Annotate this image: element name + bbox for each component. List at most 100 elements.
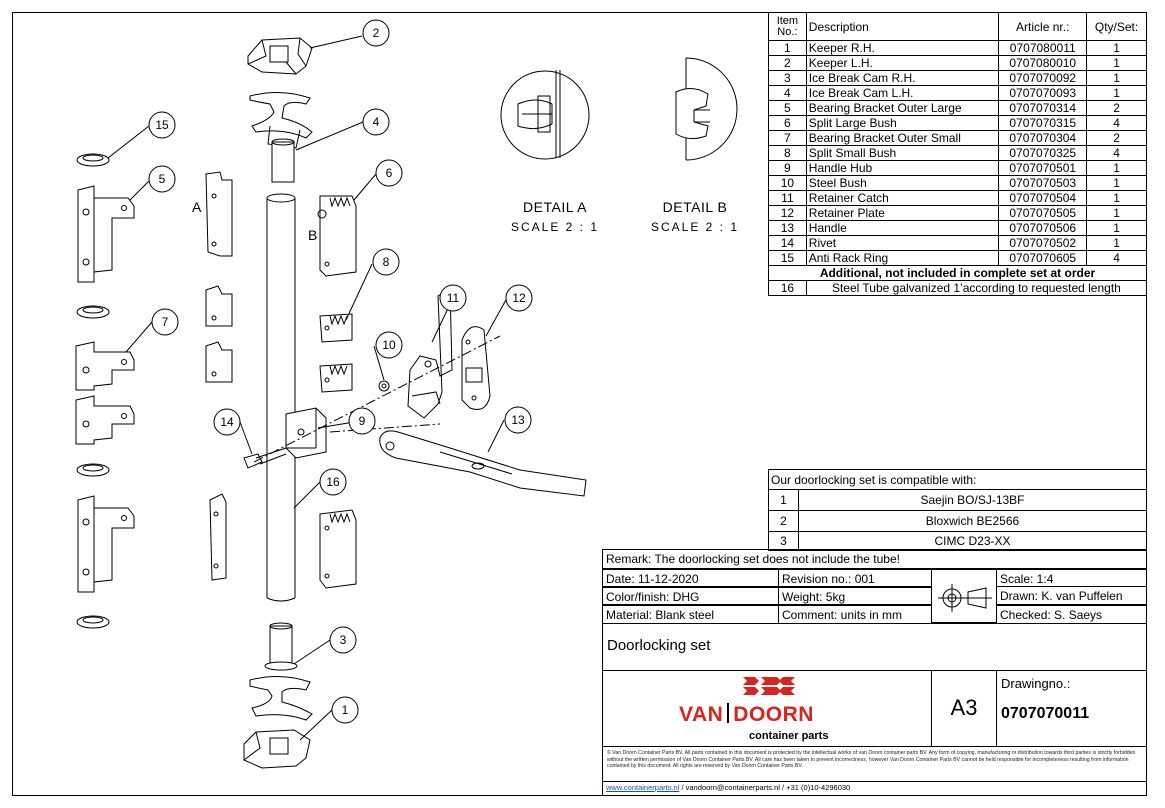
compat-model: Bloxwich BE2566 (798, 510, 1147, 532)
quantity: 1 (1086, 235, 1147, 251)
copyright-notice: © Van Doorn Container Parts BV. All part… (602, 746, 1147, 782)
article-number: 0707070325 (998, 145, 1088, 161)
quantity: 1 (1086, 160, 1147, 176)
balloon-12: 12 (505, 284, 533, 312)
balloon-9: 9 (348, 407, 376, 435)
quantity: 4 (1086, 145, 1147, 161)
item-balloons: 2 4 6 8 15 5 7 10 9 11 12 13 14 16 3 1 (148, 19, 533, 724)
drawn-by-text: Drawn: K. van Puffelen (996, 587, 1147, 605)
item-no: 2 (768, 55, 807, 71)
description: Handle Hub (805, 160, 1000, 176)
balloon-3: 3 (329, 626, 357, 654)
detail-a-caption: DETAIL A SCALE 2 : 1 (500, 199, 610, 234)
keeper-rh-part (243, 729, 311, 769)
handle-part (379, 430, 587, 497)
description: Steel Bush (805, 175, 1000, 191)
detail-b-scale: SCALE 2 : 1 (650, 220, 740, 234)
footer-contact: www.containerparts.nl / vandoorn@contain… (602, 781, 1147, 796)
retainer-catch-part (407, 287, 453, 419)
drawing-number: 0707070011 (1001, 705, 1090, 722)
description: Keeper R.H. (805, 40, 1000, 56)
centre-lines (253, 335, 501, 463)
projection-symbol-cell (931, 569, 997, 623)
description: Bearing Bracket Outer Large (805, 100, 1000, 116)
item-no: 7 (768, 130, 807, 146)
additional-item-no: 16 (768, 280, 807, 296)
quantity: 1 (1086, 220, 1147, 236)
balloon-8: 8 (372, 248, 400, 276)
view-letter-a: A (192, 199, 202, 215)
svg-text:11: 11 (447, 291, 460, 305)
website-link[interactable]: www.containerparts.nl (606, 783, 680, 792)
item-no: 5 (768, 100, 807, 116)
sheet-size: A3 (931, 670, 997, 747)
item-no: 12 (768, 205, 807, 221)
quantity: 4 (1086, 115, 1147, 131)
weight-text: Weight: 5kg (778, 587, 932, 605)
drawing-number-label: Drawingno.: (1001, 676, 1071, 691)
revision-text: Revision no.: 001 (778, 569, 932, 587)
article-number: 0707080010 (998, 55, 1088, 71)
detail-b-caption: DETAIL B SCALE 2 : 1 (640, 199, 750, 234)
anti-rack-rings (76, 153, 110, 629)
item-no: 15 (768, 250, 807, 266)
parts-list-table: Item No.: Description Article nr.: Qty/S… (768, 12, 1148, 296)
detail-a-scale: SCALE 2 : 1 (510, 220, 600, 234)
description: Keeper L.H. (805, 55, 1000, 71)
remark-text: Remark: The doorlocking set does not inc… (602, 549, 1147, 569)
header-qty: Qty/Set: (1086, 12, 1147, 41)
handle-hub-part (285, 407, 327, 459)
svg-text:1: 1 (342, 703, 349, 717)
balloon-10: 10 (375, 331, 403, 359)
compatibility-title: Our doorlocking set is compatible with: (768, 469, 1147, 490)
item-no: 3 (768, 70, 807, 86)
svg-text:2: 2 (373, 26, 380, 40)
additional-description: Steel Tube galvanized 1’according to req… (805, 280, 1148, 296)
van-doorn-logo-mark (743, 677, 795, 695)
compat-no: 2 (768, 510, 799, 532)
split-bushes-left (205, 171, 233, 581)
balloon-4: 4 (362, 108, 390, 136)
parts-list-header: Item No.: Description Article nr.: Qty/S… (768, 12, 1147, 41)
article-number: 0707070504 (998, 190, 1088, 206)
compat-model: CIMC D23-XX (798, 531, 1147, 551)
svg-text:10: 10 (382, 338, 396, 352)
split-bushes-right (317, 195, 357, 589)
balloon-15: 15 (148, 111, 176, 139)
quantity: 1 (1086, 205, 1147, 221)
third-angle-projection-icon (938, 584, 992, 612)
contact-details: / vandoorn@containerparts.nl / +31 (0)10… (681, 783, 851, 792)
balloon-11: 11 (439, 284, 467, 312)
balloon-1: 1 (331, 696, 359, 724)
article-number: 0707070314 (998, 100, 1088, 116)
additional-header: Additional, not included in complete set… (768, 265, 1147, 281)
balloon-leaders (107, 35, 508, 741)
balloon-5: 5 (148, 165, 176, 193)
table-row: 16 Steel Tube galvanized 1’according to … (768, 280, 1148, 296)
article-number: 0707070505 (998, 205, 1088, 221)
header-item-no: Item No.: (768, 12, 807, 41)
ice-break-cam-rh-part (249, 622, 313, 721)
description: Ice Break Cam R.H. (805, 70, 1000, 86)
svg-text:16: 16 (326, 475, 340, 489)
drawing-title: Doorlocking set (602, 623, 1147, 671)
comment-text: Comment: units in mm (778, 605, 932, 624)
item-no: 1 (768, 40, 807, 56)
article-number: 0707080011 (998, 40, 1088, 56)
description: Retainer Plate (805, 205, 1000, 221)
steel-bush-part (378, 380, 390, 392)
